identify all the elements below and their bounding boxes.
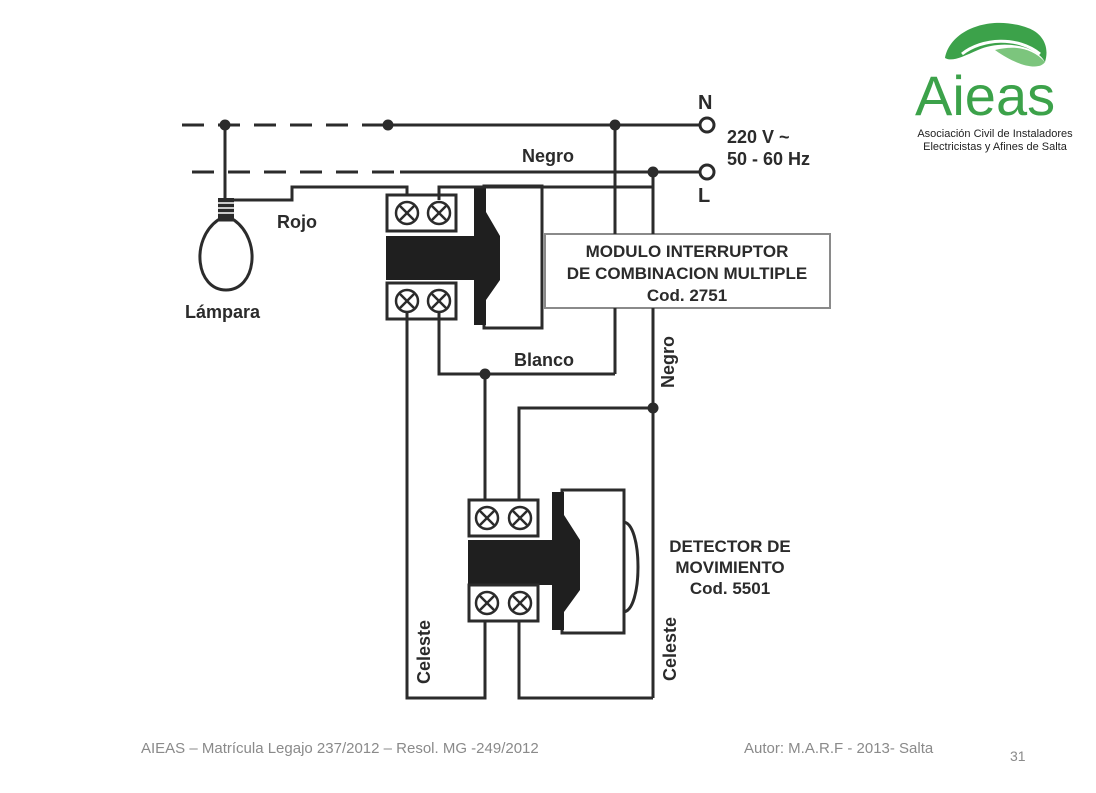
footer-right-text: Autor: M.A.R.F - 2013- Salta bbox=[744, 740, 934, 757]
switch-module-label-box bbox=[544, 233, 831, 309]
lightblue-right-wire bbox=[517, 612, 653, 700]
logo-subtitle-line1: Asociación Civil de Instaladores bbox=[917, 128, 1073, 140]
screw-terminal bbox=[507, 590, 533, 616]
voltage-label: 220 V ~ bbox=[727, 127, 790, 147]
switch-module-line2: DE COMBINACION MULTIPLE bbox=[567, 264, 808, 283]
detector-line3: Cod. 5501 bbox=[690, 579, 770, 598]
logo-subtitle-line2: Electricistas y Afines de Salta bbox=[923, 141, 1067, 153]
screw-terminal bbox=[507, 505, 533, 531]
frequency-label: 50 - 60 Hz bbox=[727, 149, 810, 169]
detector-line2: MOVIMIENTO bbox=[675, 558, 784, 577]
screw-terminal bbox=[474, 590, 500, 616]
lamp-icon bbox=[198, 198, 254, 292]
black-vertical-wire-label: Negro bbox=[658, 336, 678, 388]
switch-module-line3: Cod. 2751 bbox=[647, 286, 727, 305]
neutral-label: N bbox=[698, 92, 712, 114]
white-wire bbox=[437, 312, 615, 376]
line-label: L bbox=[698, 185, 710, 207]
lightblue-left-wire-label: Celeste bbox=[414, 620, 434, 684]
junction-dot bbox=[382, 119, 394, 131]
lightblue-left-wire bbox=[405, 312, 487, 700]
page-number: 31 bbox=[1010, 748, 1026, 764]
lamp-label: Lámpara bbox=[185, 302, 261, 322]
lightblue-right-wire-label: Celeste bbox=[660, 617, 680, 681]
footer-left-text: AIEAS – Matrícula Legajo 237/2012 – Reso… bbox=[141, 740, 539, 757]
switch-module-device bbox=[385, 184, 544, 330]
line-terminal bbox=[698, 163, 716, 181]
logo-subtitle: Asociación Civil de Instaladores Electri… bbox=[905, 128, 1085, 154]
screw-terminal bbox=[426, 288, 452, 314]
detector-line1: DETECTOR DE bbox=[669, 537, 791, 556]
red-wire bbox=[233, 185, 409, 202]
screw-terminal bbox=[394, 200, 420, 226]
black-wire-label: Negro bbox=[522, 146, 574, 166]
switch-module-line1: MODULO INTERRUPTOR bbox=[586, 242, 789, 261]
screw-terminal bbox=[394, 288, 420, 314]
screw-terminal bbox=[474, 505, 500, 531]
black-top-wire bbox=[437, 185, 653, 200]
neutral-terminal bbox=[698, 116, 716, 134]
screw-terminal bbox=[426, 200, 452, 226]
leaf-icon bbox=[945, 22, 1047, 67]
logo-name: Aieas bbox=[915, 64, 1056, 127]
black-branch-wire bbox=[517, 406, 653, 505]
white-wire-label: Blanco bbox=[514, 350, 574, 370]
motion-detector-device bbox=[467, 488, 640, 635]
red-wire-label: Rojo bbox=[277, 212, 317, 232]
